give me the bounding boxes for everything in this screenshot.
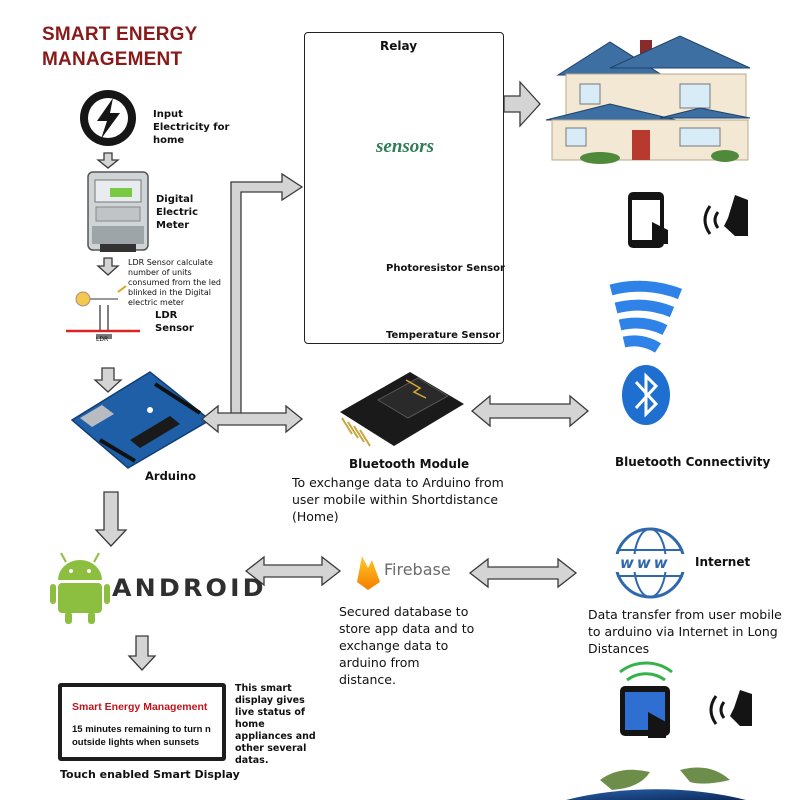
internet-description: Data transfer from user mobile to arduin… bbox=[588, 607, 782, 656]
bluetooth-icon bbox=[622, 365, 670, 425]
ldr-sensor-image bbox=[66, 285, 140, 339]
smart-display[interactable]: Smart Energy Management 15 minutes remai… bbox=[58, 683, 226, 761]
mobile-phone-icon bbox=[628, 192, 668, 248]
arrow-firebase-internet bbox=[468, 557, 578, 589]
lightning-icon bbox=[80, 90, 136, 146]
arduino-label: Arduino bbox=[145, 469, 197, 483]
arrow-meter-to-ldr bbox=[96, 257, 120, 276]
arrow-arduino-to-panel bbox=[230, 172, 304, 422]
www-globe-icon bbox=[608, 527, 692, 599]
ldr-diagram-text: LDR bbox=[96, 336, 109, 343]
ldr-note: LDR Sensor calculate number of units con… bbox=[128, 258, 221, 307]
temperature-sensor-label: Temperature Sensor bbox=[386, 330, 501, 341]
arrow-panel-to-house bbox=[503, 80, 541, 128]
arrow-module-connectivity bbox=[470, 394, 590, 428]
display-note: This smart display gives live status of … bbox=[235, 683, 316, 766]
ldr-sensor-label: LDR Sensor bbox=[155, 310, 194, 334]
digital-meter-label: Digital Electric Meter bbox=[156, 194, 199, 231]
wireless-signal-icon bbox=[609, 280, 683, 353]
internet-label: Internet bbox=[695, 555, 751, 569]
display-message: 15 minutes remaining to turn n outside l… bbox=[72, 724, 211, 748]
relay-title: Relay bbox=[380, 39, 418, 53]
relay-sensors-panel bbox=[304, 32, 504, 344]
earth-globe-image bbox=[566, 767, 746, 800]
arrow-input-to-meter bbox=[96, 152, 120, 169]
arrow-android-firebase bbox=[244, 555, 342, 587]
photoresistor-sensor-label: Photoresistor Sensor bbox=[386, 263, 505, 274]
house-image bbox=[545, 35, 751, 164]
bluetooth-module-label: Bluetooth Module bbox=[349, 457, 470, 471]
voice-command-icon-2 bbox=[709, 690, 752, 726]
arduino-board-image bbox=[70, 371, 212, 469]
bluetooth-connectivity-label: Bluetooth Connectivity bbox=[615, 455, 771, 469]
android-robot-icon bbox=[50, 552, 110, 624]
bluetooth-module-description: To exchange data to Arduino from user mo… bbox=[292, 475, 504, 524]
display-caption: Touch enabled Smart Display bbox=[60, 768, 240, 781]
voice-command-icon bbox=[703, 195, 748, 236]
bluetooth-module-image bbox=[340, 372, 464, 447]
arrow-arduino-to-android bbox=[94, 491, 128, 547]
firebase-description: Secured database to store app data and t… bbox=[339, 604, 475, 687]
tablet-wireless-icon bbox=[619, 661, 673, 738]
arrow-android-to-display bbox=[127, 635, 157, 671]
input-electricity-label: Input Electricity for home bbox=[153, 109, 230, 146]
firebase-icon bbox=[357, 556, 380, 590]
firebase-label: Firebase bbox=[384, 560, 451, 579]
diagram-title: SMART ENERGY MANAGEMENT bbox=[42, 24, 198, 70]
arrow-ldr-to-arduino bbox=[93, 367, 123, 393]
display-header: Smart Energy Management bbox=[72, 701, 208, 713]
flow-arrows bbox=[93, 80, 590, 671]
arrow-arduino-bluetooth bbox=[200, 404, 304, 434]
globe-www-text: www bbox=[620, 554, 671, 572]
android-wordmark: ANDROID bbox=[112, 574, 267, 602]
digital-meter-image bbox=[87, 171, 149, 252]
sensors-title: sensors bbox=[376, 136, 435, 157]
